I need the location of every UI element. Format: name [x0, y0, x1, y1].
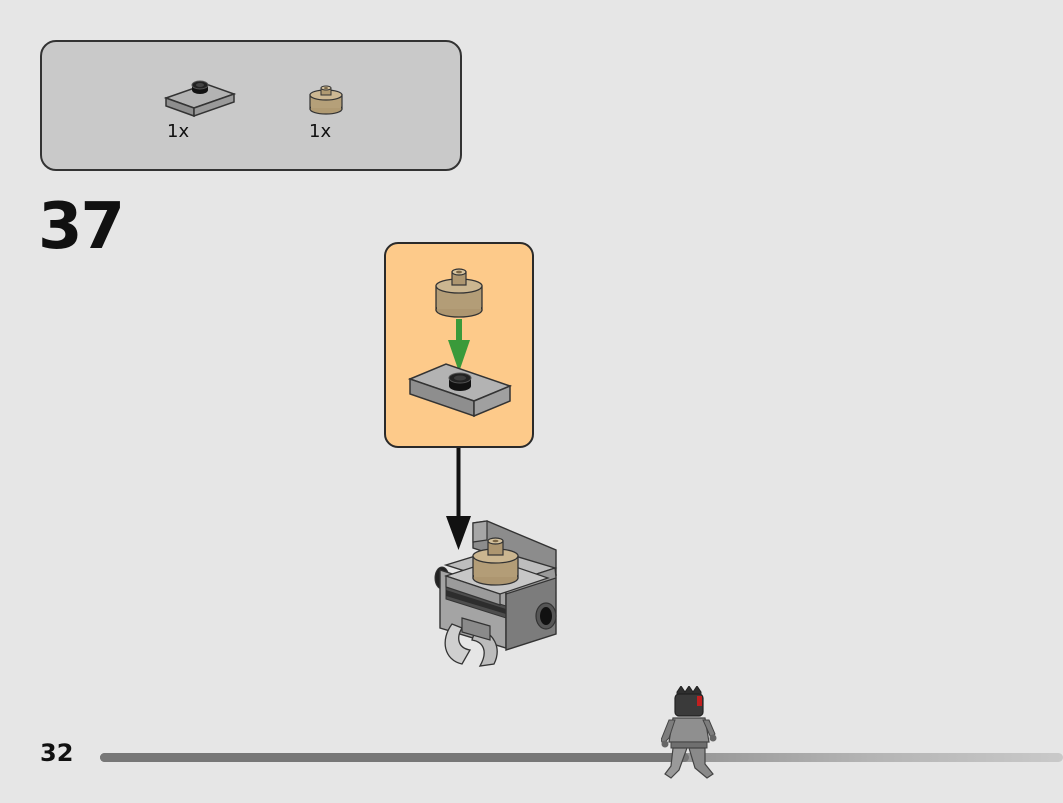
round-brick-piece-icon	[309, 85, 343, 115]
parts-list-quantity: 1x	[309, 121, 332, 142]
parts-list-item-plate: 1x	[162, 42, 252, 173]
step-number: 37	[38, 190, 125, 264]
assembly-arrow	[448, 319, 470, 372]
progress-bar-fill	[100, 753, 690, 762]
parts-list-quantity: 1x	[167, 121, 190, 142]
progress-minifigure-icon	[661, 686, 717, 779]
plate-piece-icon	[163, 80, 237, 118]
page-number: 32	[40, 739, 74, 767]
progress-bar	[100, 753, 1063, 762]
placement-arrow	[446, 448, 471, 550]
sub-assembly-diagram	[407, 268, 513, 418]
camera-assembly	[434, 520, 558, 667]
plate-part	[407, 363, 513, 418]
parts-list-box: 1x 1x	[40, 40, 462, 171]
parts-list-item-round-brick: 1x	[302, 42, 392, 173]
sub-assembly-callout	[384, 242, 534, 448]
round-brick-part	[435, 268, 483, 318]
